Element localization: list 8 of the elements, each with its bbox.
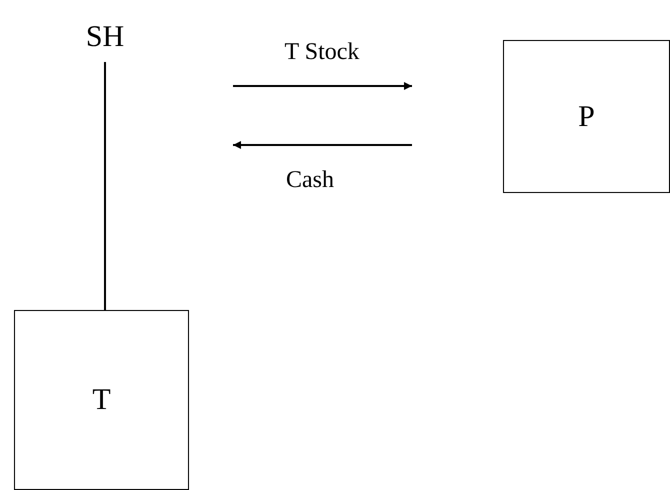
flow-label: T Stock bbox=[284, 40, 360, 64]
flow-label: Cash bbox=[286, 168, 334, 192]
box-label: T bbox=[92, 383, 111, 417]
entity-box bbox=[14, 310, 189, 490]
box-label: P bbox=[578, 100, 595, 134]
entity-box bbox=[503, 40, 670, 193]
connector-line bbox=[104, 62, 106, 310]
node-label: SH bbox=[86, 20, 124, 54]
